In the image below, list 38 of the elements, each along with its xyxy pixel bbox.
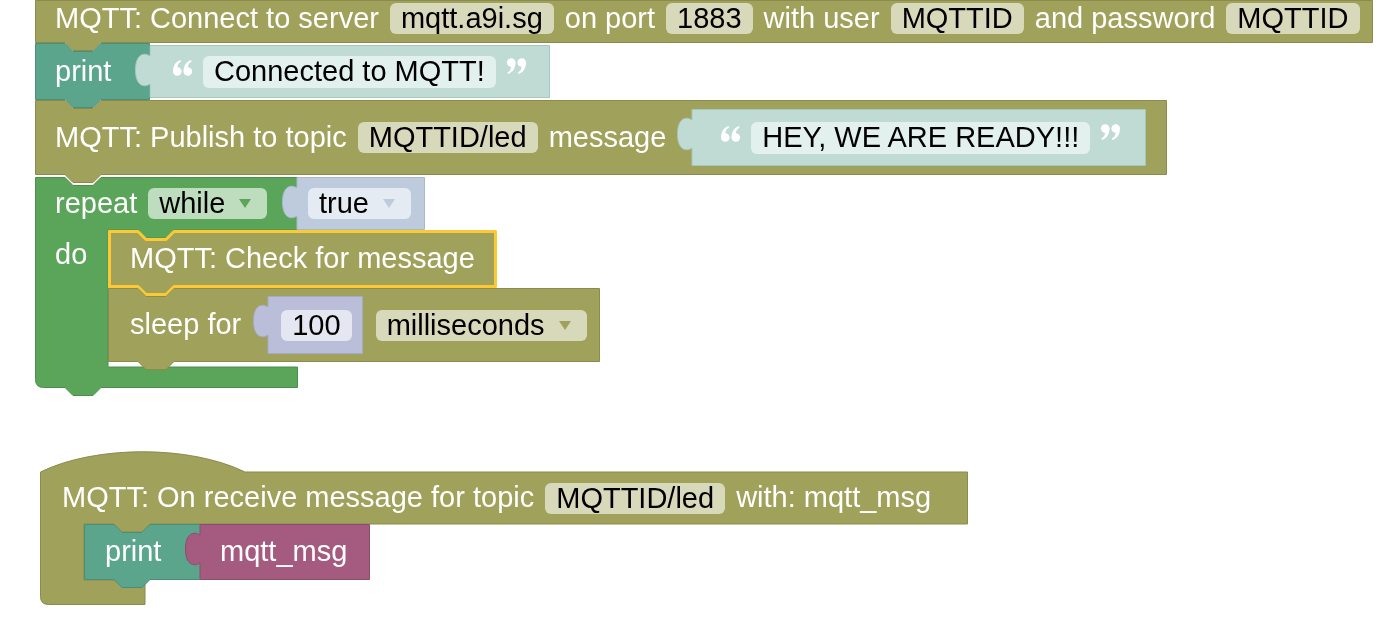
block-label: do <box>55 239 88 271</box>
value-block <box>135 45 550 98</box>
block-label: message <box>548 121 667 154</box>
block-label: with: mqtt_msg <box>736 482 932 514</box>
block-label: MQTT: Publish to topic <box>55 121 347 154</box>
text-field: HEY, WE ARE READY!!! <box>751 121 1091 154</box>
statement-block <box>84 524 201 588</box>
statement-block <box>35 0 1373 51</box>
block-label: and password <box>1034 2 1216 35</box>
text-field: Connected to MQTT! <box>203 55 496 88</box>
block-label: MQTT: Check for message <box>130 243 475 275</box>
block-label: with user <box>763 2 880 35</box>
statement-block <box>35 100 1168 183</box>
text-field: MQTTID <box>1226 3 1360 34</box>
number-field: 1883 <box>666 3 753 34</box>
block-label: print <box>105 536 162 568</box>
value-block <box>282 177 425 230</box>
statement-block <box>108 288 600 370</box>
dropdown-field: true <box>308 188 411 219</box>
event-block <box>40 451 968 605</box>
text-field: MQTTID <box>890 3 1024 34</box>
block-label: mqtt_msg <box>220 536 348 568</box>
statement-block <box>108 230 497 296</box>
block-label: MQTT: On receive message for topic <box>62 482 535 514</box>
text-field: MQTTID/led <box>357 122 538 153</box>
block-label: repeat <box>55 187 138 220</box>
number-field: 100 <box>281 309 352 341</box>
dropdown-field: while <box>148 188 268 219</box>
block-label: sleep for <box>130 309 242 341</box>
block-label: print <box>55 55 112 88</box>
block-label: MQTT: Connect to server <box>55 2 379 35</box>
text-field: mqtt.a9i.sg <box>389 3 554 34</box>
text-field: MQTTID/led <box>545 482 726 514</box>
dropdown-field: milliseconds <box>375 309 587 341</box>
value-block <box>677 109 1147 166</box>
value-block <box>253 296 364 354</box>
variable-block <box>185 524 371 580</box>
block-label: on port <box>564 2 656 35</box>
